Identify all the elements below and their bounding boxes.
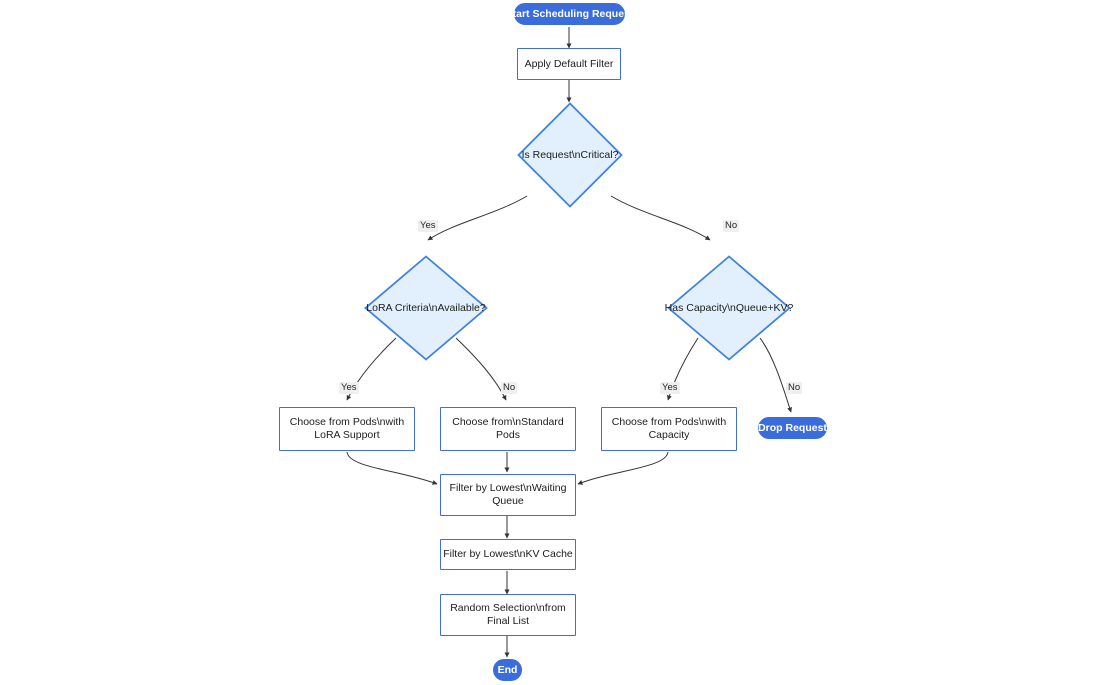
edge-capacitypods-to-queue [577,451,669,485]
node-end-label: End [497,664,518,676]
edge-critical-to-capacity [610,195,711,241]
node-drop-request-label: Drop Request [758,422,827,434]
decision-diamond-shape [667,255,791,361]
node-apply-default-filter[interactable]: Apply Default Filter [517,48,621,80]
node-drop-request[interactable]: Drop Request [758,417,827,439]
node-is-request-critical-label: Is Request\nCritical? [521,148,619,161]
node-filter-waiting-queue-line-1: Filter by Lowest\nWaiting [449,482,567,494]
node-filter-waiting-queue[interactable]: Filter by Lowest\nWaiting Queue [440,474,576,516]
node-choose-capacity-pods[interactable]: Choose from Pods\nwith Capacity [601,407,737,451]
node-choose-lora-pods-label: Choose from Pods\nwith LoRA Support [290,416,404,442]
node-choose-lora-pods-line-2: LoRA Support [314,429,380,441]
edge-label-critical-no: No [723,220,740,232]
node-choose-capacity-pods-line-1: Choose from Pods\nwith [611,416,727,428]
node-start[interactable]: Start Scheduling Request [506,3,633,25]
decision-diamond-shape [517,102,623,208]
node-choose-lora-pods[interactable]: Choose from Pods\nwith LoRA Support [279,407,415,451]
node-filter-kv-cache[interactable]: Filter by Lowest\nKV Cache [440,539,576,570]
node-filter-kv-cache-label: Filter by Lowest\nKV Cache [443,548,573,560]
node-filter-waiting-queue-line-2: Queue [492,495,524,507]
node-choose-capacity-pods-line-2: Capacity [648,429,690,441]
node-is-request-critical[interactable]: Is Request\nCritical? [517,102,623,208]
decision-diamond-shape [364,255,488,361]
edge-label-lora-no: No [501,382,518,394]
node-random-selection-line-2: Final List [486,615,529,627]
node-has-capacity-queue-kv[interactable]: Has Capacity\nQueue+KV? [664,255,794,361]
node-choose-standard-pods[interactable]: Choose from\nStandard Pods [440,407,576,451]
node-random-selection-label: Random Selection\nfrom Final List [450,602,566,628]
node-choose-standard-pods-label: Choose from\nStandard Pods [452,416,563,442]
edge-label-capacity-yes: Yes [660,382,680,394]
edge-lorapods-to-queue [346,451,438,485]
node-end[interactable]: End [493,659,522,681]
node-apply-default-filter-label: Apply Default Filter [524,57,614,70]
node-choose-standard-pods-line-2: Pods [496,429,520,441]
node-has-capacity-queue-kv-label: Has Capacity\nQueue+KV? [664,301,794,314]
node-lora-criteria-available[interactable]: LoRA Criteria\nAvailable? [364,255,488,361]
node-choose-lora-pods-line-1: Choose from Pods\nwith [289,416,405,428]
node-random-selection-line-1: Random Selection\nfrom [450,602,566,614]
edge-label-capacity-no: No [786,382,803,394]
node-choose-capacity-pods-label: Choose from Pods\nwith Capacity [612,416,726,442]
node-start-label: Start Scheduling Request [505,8,634,20]
edge-label-lora-yes: Yes [339,382,359,394]
node-lora-criteria-available-label: LoRA Criteria\nAvailable? [366,301,486,314]
node-choose-standard-pods-line-1: Choose from\nStandard [452,416,564,428]
node-filter-waiting-queue-label: Filter by Lowest\nWaiting Queue [450,482,567,508]
edge-critical-to-lora [427,195,528,241]
edge-label-critical-yes: Yes [418,220,438,232]
node-random-selection[interactable]: Random Selection\nfrom Final List [440,594,576,636]
